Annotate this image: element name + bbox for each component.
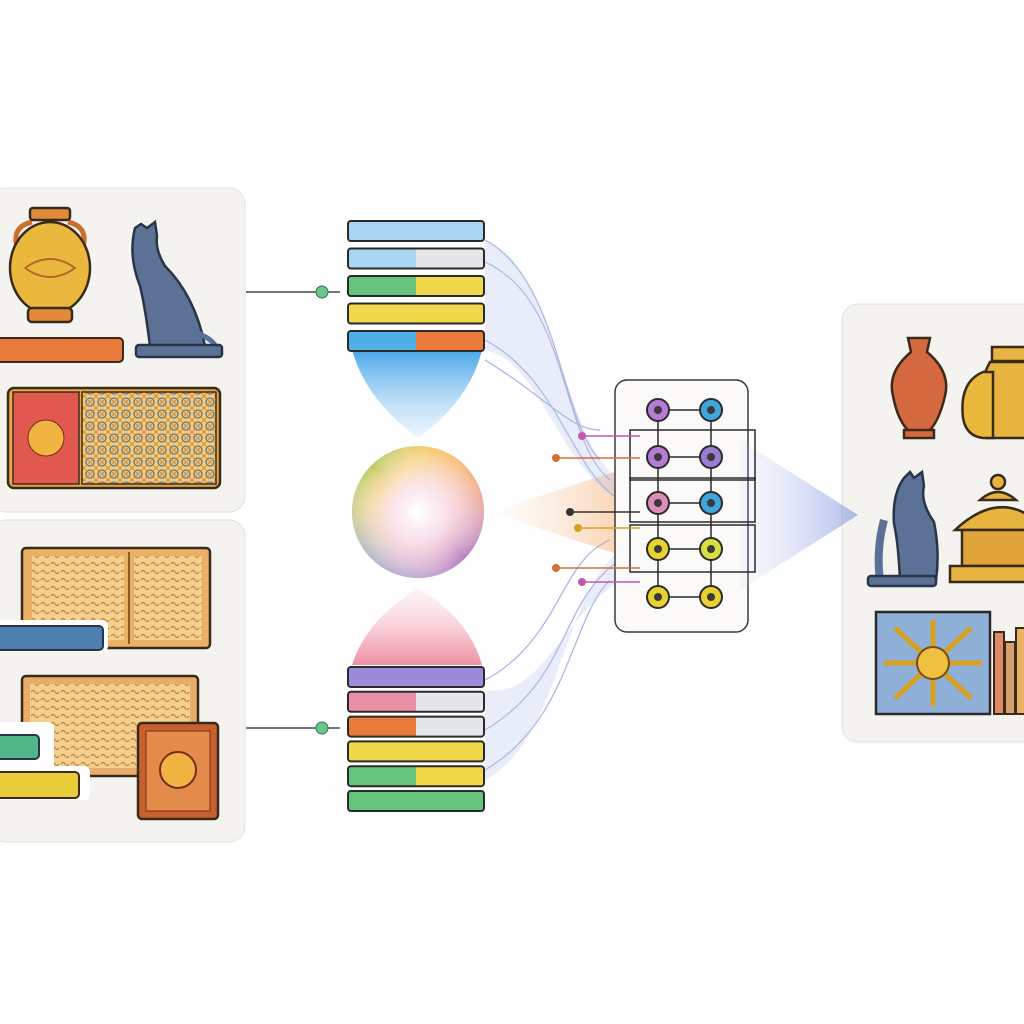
vase-icon bbox=[890, 336, 948, 440]
cat-statue-icon bbox=[131, 219, 224, 359]
flow-curves bbox=[484, 239, 621, 771]
token-segment bbox=[416, 248, 484, 269]
token-segment bbox=[416, 766, 484, 787]
connector-dot-top bbox=[315, 285, 329, 299]
token-stack-bottom bbox=[347, 666, 485, 812]
output-cone bbox=[740, 440, 858, 590]
token-segment bbox=[348, 276, 416, 296]
mosaic-panel-icon bbox=[81, 391, 217, 485]
token-segment bbox=[348, 331, 416, 351]
token-segment bbox=[416, 716, 484, 737]
flow-band-bottom bbox=[485, 550, 620, 780]
input-dot bbox=[566, 508, 574, 516]
label-bar-blue-fill bbox=[0, 625, 104, 651]
ornate-tile-icon bbox=[136, 721, 220, 821]
token-segment bbox=[416, 276, 484, 296]
network-node-core bbox=[707, 453, 715, 461]
network-node-core bbox=[654, 545, 662, 553]
input-dot bbox=[578, 432, 586, 440]
input-dot bbox=[552, 564, 560, 572]
label-bar-yellow bbox=[0, 771, 80, 799]
network-node-core bbox=[654, 593, 662, 601]
network-input-dots bbox=[552, 432, 640, 586]
network-box bbox=[614, 379, 749, 633]
token-bar bbox=[347, 690, 485, 713]
amphora-icon bbox=[8, 206, 92, 324]
token-bar bbox=[347, 740, 485, 763]
network-nodes bbox=[646, 398, 723, 609]
pink-funnel bbox=[352, 588, 482, 665]
token-bar bbox=[347, 666, 485, 688]
network-node-core bbox=[707, 545, 715, 553]
token-bar bbox=[347, 765, 485, 788]
label-bar-green bbox=[0, 734, 40, 760]
color-wheel-icon bbox=[352, 446, 484, 578]
token-bar bbox=[347, 302, 485, 325]
label-bar-orange bbox=[0, 337, 124, 363]
token-segment bbox=[348, 766, 416, 787]
sun-tile-icon bbox=[874, 610, 992, 716]
network-node-core bbox=[654, 499, 662, 507]
glow-beam bbox=[490, 470, 620, 555]
flow-band-top bbox=[485, 240, 620, 500]
books-icon bbox=[993, 627, 1024, 715]
network-loop bbox=[629, 477, 756, 523]
token-bar bbox=[347, 715, 485, 738]
network-node-core bbox=[707, 406, 715, 414]
token-stack-top bbox=[347, 220, 485, 352]
token-bar bbox=[347, 790, 485, 812]
teapot-icon bbox=[961, 345, 1024, 440]
token-segment bbox=[348, 691, 416, 712]
token-bar bbox=[347, 275, 485, 297]
input-dot bbox=[552, 454, 560, 462]
token-segment bbox=[348, 248, 416, 269]
network-node-core bbox=[707, 499, 715, 507]
network-node-core bbox=[707, 593, 715, 601]
network-node-core bbox=[654, 453, 662, 461]
pagoda-icon bbox=[948, 473, 1024, 584]
input-dot bbox=[578, 578, 586, 586]
token-bar bbox=[347, 220, 485, 242]
token-segment bbox=[416, 331, 484, 351]
network-loop bbox=[629, 524, 756, 573]
token-bar bbox=[347, 247, 485, 270]
cat-statue-icon bbox=[866, 469, 939, 588]
connector-dot-bottom bbox=[315, 721, 329, 735]
token-segment bbox=[348, 716, 416, 737]
token-segment bbox=[416, 691, 484, 712]
input-dot bbox=[574, 524, 582, 532]
network-node-core bbox=[654, 406, 662, 414]
blue-funnel bbox=[352, 350, 482, 438]
token-bar bbox=[347, 330, 485, 352]
